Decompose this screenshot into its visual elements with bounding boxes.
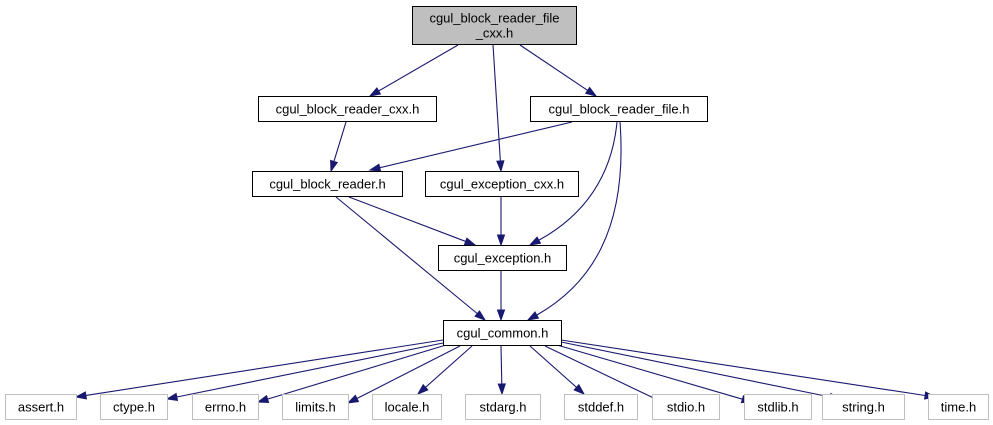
edge-common-to-errno [256,344,447,403]
node-label: assert.h [18,400,64,415]
node-label: time.h [941,400,976,415]
edge-brfile-to-br [368,121,573,172]
node-box [192,394,259,420]
edge-common-to-locale [416,345,473,396]
node-label: string.h [842,400,885,415]
node-label: stddef.h [578,400,624,415]
node-label: _cxx.h [475,26,514,41]
edge-common-to-assert [74,339,444,400]
node-label: cgul_block_reader_cxx.h [276,102,420,117]
node-box [258,96,437,122]
node-box [252,171,403,197]
node-box [412,6,577,45]
node-label: cgul_block_reader_file [429,11,559,26]
node-box [530,96,708,122]
edge-common-to-string [560,341,842,402]
node-box [5,394,77,420]
node-limits: limits.h [282,394,349,420]
node-box [652,394,720,420]
edge-br-to-exc [348,196,477,246]
node-time: time.h [928,394,989,420]
node-box [564,394,638,420]
edge-excxx-to-exc [496,197,506,247]
node-label: stdarg.h [480,400,527,415]
node-root[interactable]: cgul_block_reader_file_cxx.h [412,6,577,45]
node-br[interactable]: cgul_block_reader.h [252,171,403,197]
node-label: cgul_block_reader_file.h [549,102,690,117]
node-common[interactable]: cgul_common.h [443,320,562,346]
edge-exc-to-common [496,271,506,322]
node-locale: locale.h [372,394,442,420]
node-label: locale.h [385,400,430,415]
edge-common-to-stdlib [556,344,754,404]
edge-brfile-to-exc [528,121,618,246]
edges-layer [74,44,937,404]
node-exc[interactable]: cgul_exception.h [438,245,567,271]
node-errno: errno.h [192,394,259,420]
node-box [443,320,562,346]
node-box [438,245,567,271]
node-box [928,394,989,420]
node-box [425,171,579,197]
edge-common-to-stdarg [497,345,506,396]
node-string: string.h [822,394,905,420]
node-label: ctype.h [113,400,155,415]
node-label: cgul_common.h [457,326,549,341]
node-box [282,394,349,420]
node-box [372,394,442,420]
node-excxx[interactable]: cgul_exception_cxx.h [425,171,579,197]
node-label: cgul_exception.h [454,251,552,266]
node-box [822,394,905,420]
node-box [744,394,812,420]
node-stddef: stddef.h [564,394,638,420]
edge-common-to-limits [346,345,461,404]
edge-common-to-time [560,339,937,400]
edge-common-to-stddef [529,345,586,396]
edge-root-to-brfile [519,44,598,97]
node-stdio: stdio.h [652,394,720,420]
node-label: stdio.h [667,400,705,415]
node-label: stdlib.h [757,400,798,415]
edge-br-to-common [335,196,487,321]
edge-root-to-excxx [492,44,505,173]
edge-root-to-brcxx [368,44,459,97]
node-stdlib: stdlib.h [744,394,812,420]
node-label: cgul_exception_cxx.h [440,177,564,192]
node-brfile[interactable]: cgul_block_reader_file.h [530,96,708,122]
node-brcxx[interactable]: cgul_block_reader_cxx.h [258,96,437,122]
node-assert: assert.h [5,394,77,420]
edge-common-to-ctype [165,342,444,402]
node-label: cgul_block_reader.h [269,177,385,192]
node-box [100,394,168,420]
node-label: errno.h [205,400,246,415]
node-label: limits.h [295,400,335,415]
nodes-layer: cgul_block_reader_file_cxx.hcgul_block_r… [5,6,989,420]
edge-brcxx-to-br [330,121,347,173]
node-box [465,394,541,420]
node-stdarg: stdarg.h [465,394,541,420]
edge-brfile-to-common [526,121,622,321]
node-ctype: ctype.h [100,394,168,420]
